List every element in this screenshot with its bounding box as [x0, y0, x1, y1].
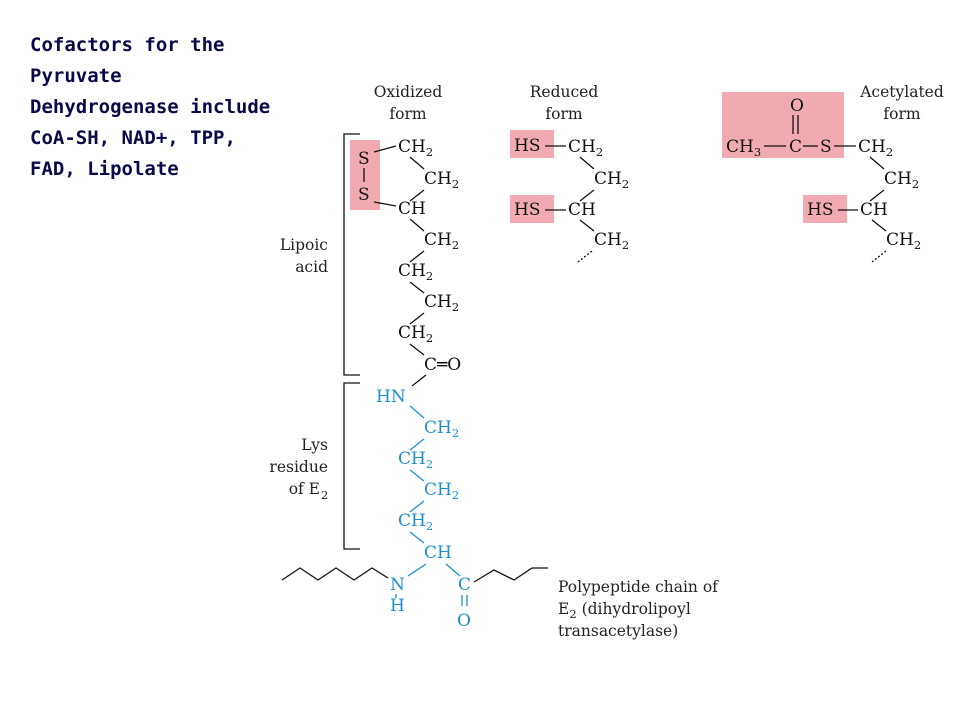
- acetyl-o: O: [790, 96, 804, 116]
- bond-s-ch2: [373, 145, 397, 153]
- lys-hn: HN: [376, 387, 406, 407]
- acetyl-s: S: [820, 137, 832, 157]
- acetyl-c: C: [789, 137, 802, 157]
- bond-ac-3: [871, 219, 887, 232]
- reduced-ch2-2: CH2: [594, 169, 629, 191]
- bond-ox-1: [409, 156, 425, 170]
- hs-bottom-highlight-reduced: [510, 195, 554, 223]
- bond-red-2: [579, 189, 595, 202]
- caption-line2: E2 (dihydrolipoyl: [558, 600, 691, 621]
- acetyl-highlight: [722, 92, 844, 158]
- acetylated-hs: HS: [807, 200, 833, 220]
- oxidized-ch2-3: CH2: [424, 230, 459, 252]
- lipoic-label-line2: acid: [295, 258, 328, 276]
- lipoic-label-line1: Lipoic: [280, 236, 328, 254]
- bond-ox-2: [409, 189, 425, 202]
- lipoic-acid-bracket: [343, 133, 360, 376]
- bond-alpha-c: [445, 563, 461, 577]
- bond-lys-2: [409, 438, 425, 451]
- caption-line3: transacetylase): [558, 622, 678, 640]
- lys-ch2-3: CH2: [424, 480, 459, 502]
- oxidized-ch2-4: CH2: [398, 261, 433, 283]
- reduced-hs-top: HS: [514, 136, 540, 156]
- backbone-n: N: [390, 575, 405, 595]
- caption-line1: Polypeptide chain of: [558, 578, 719, 596]
- backbone-h: H: [390, 596, 405, 616]
- bond-red-1: [579, 156, 595, 170]
- bond-lys-3: [409, 469, 425, 482]
- reduced-hs-bottom: HS: [514, 200, 540, 220]
- title-line-4: CoA-SH, NAD+, TPP,: [30, 127, 236, 149]
- title-line-3: Dehydrogenase include: [30, 96, 271, 118]
- lys-label-line3: of E: [289, 480, 320, 498]
- bond-ac-2: [869, 189, 885, 202]
- lys-ch2-2: CH2: [398, 449, 433, 471]
- bond-ox-7: [409, 343, 425, 356]
- oxidized-ch2-6: CH2: [398, 323, 433, 345]
- bond-s-ch: [373, 201, 397, 207]
- lys-ch2-4: CH2: [398, 511, 433, 533]
- carbonyl-c-eq-o: C═O: [424, 355, 461, 375]
- lys-label-line1: Lys: [301, 436, 328, 454]
- acetylated-header-line2: form: [883, 105, 920, 123]
- title-line-5: FAD, Lipolate: [30, 158, 179, 180]
- oxidized-header-line2: form: [389, 105, 426, 123]
- lys-label-line2: residue: [269, 458, 328, 476]
- lys-ch2-1: CH2: [424, 418, 459, 440]
- reduced-ch: CH: [568, 200, 596, 220]
- acetylated-ch2-1: CH2: [858, 137, 893, 159]
- bond-ox-4: [409, 250, 425, 263]
- bond-ac-continue: [871, 250, 887, 263]
- lys-alpha-ch: CH: [424, 543, 452, 563]
- reduced-ch2-1: CH2: [568, 137, 603, 159]
- acetylated-header-line1: Acetylated: [859, 83, 944, 101]
- acetylated-ch2-3: CH2: [886, 230, 921, 252]
- oxidized-ch: CH: [398, 199, 426, 219]
- bond-lys-1: [409, 405, 425, 419]
- bond-ox-5: [409, 281, 425, 294]
- acetylated-ch2-2: CH2: [884, 169, 919, 191]
- polypeptide-chain-right: [473, 567, 548, 583]
- oxidized-ch2-5: CH2: [424, 292, 459, 314]
- title-line-2: Pyruvate: [30, 65, 122, 87]
- sulfur-top: S: [358, 149, 370, 169]
- backbone-o: O: [457, 611, 471, 631]
- acetylated-ch: CH: [860, 200, 888, 220]
- bond-red-3: [579, 219, 595, 232]
- bond-lys-5: [409, 531, 425, 544]
- bond-lys-4: [409, 500, 425, 513]
- reduced-ch2-3: CH2: [594, 230, 629, 252]
- reduced-header-line1: Reduced: [530, 83, 599, 101]
- hs-top-highlight-reduced: [510, 130, 554, 158]
- slide-title: Cofactors for the Pyruvate Dehydrogenase…: [30, 30, 350, 185]
- bond-amide: [411, 374, 427, 387]
- bond-red-continue: [577, 250, 593, 263]
- bond-ac-1: [869, 156, 885, 170]
- bond-ox-6: [409, 312, 425, 325]
- oxidized-ch2-1: CH2: [398, 137, 433, 159]
- lys-residue-bracket: [343, 382, 360, 550]
- oxidized-header-line1: Oxidized: [374, 83, 443, 101]
- lys-label-subscript: 2: [321, 488, 328, 502]
- hs-bottom-highlight-acetylated: [803, 195, 847, 223]
- polypeptide-chain-left: [281, 567, 389, 581]
- backbone-c: C: [458, 575, 471, 595]
- bond-ox-3: [409, 218, 425, 232]
- oxidized-ch2-2: CH2: [424, 169, 459, 191]
- reduced-header-line2: form: [545, 105, 582, 123]
- bond-alpha-n: [407, 563, 427, 577]
- acetyl-ch3: CH3: [726, 137, 761, 159]
- sulfur-bottom: S: [358, 185, 370, 205]
- title-line-1: Cofactors for the: [30, 34, 225, 56]
